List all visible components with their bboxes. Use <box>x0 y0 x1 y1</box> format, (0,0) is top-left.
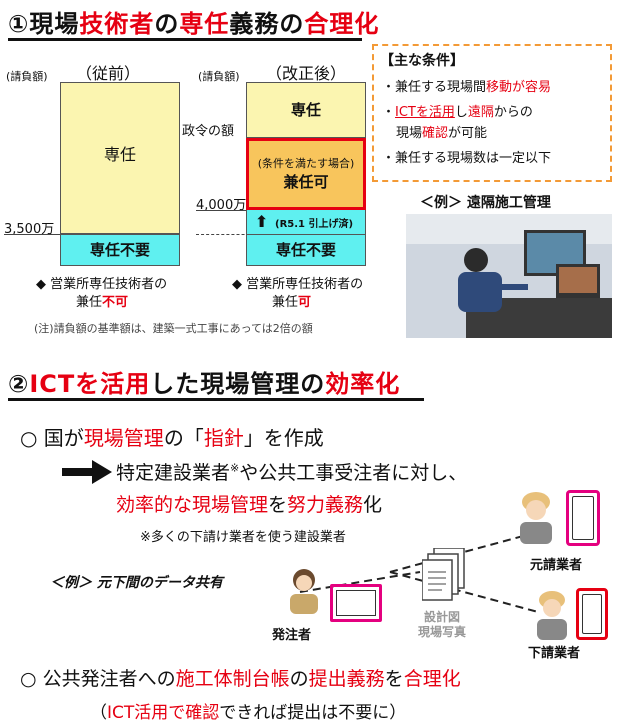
after-fuyou-box: 専任不要 <box>246 234 366 266</box>
before-fuyou-box: 専任不要 <box>60 234 180 266</box>
sec2-line3: 効率的な現場管理を努力義務化 <box>116 494 383 516</box>
docs-label: 設計図現場写真 <box>418 610 467 639</box>
cond-3: 現場確認が可能 <box>396 126 488 141</box>
before-label: （従前） <box>76 64 141 83</box>
sec2-line5: （ICT活用で確認できれば提出は不要に） <box>90 703 407 723</box>
sec2-line4: ○ 公共発注者への施工体制台帳の提出義務を合理化 <box>20 668 461 690</box>
hacchusha-icon <box>290 569 318 614</box>
laptop-icon <box>330 584 382 622</box>
amount-3500: 3,500万 <box>4 222 55 237</box>
note-left: ◆ 営業所専任技術者の 兼任不可 <box>36 277 168 310</box>
ukeoi-label-after: (請負額) <box>198 70 240 83</box>
amount-4000-line <box>196 210 246 211</box>
worker-icon-2 <box>537 591 567 640</box>
cond-1: ・兼任する現場間移動が容易 <box>382 80 552 95</box>
footnote: (注)請負額の基準額は、建築一式工事にあっては2倍の額 <box>34 322 313 335</box>
remote-management-photo <box>406 214 612 338</box>
arrow-right-icon <box>62 460 112 488</box>
kennin-ka: 兼任可 <box>283 173 329 191</box>
section2-underline <box>8 398 424 401</box>
sec2-line1: ○ 国が現場管理の「指針」を作成 <box>20 426 324 450</box>
after-label: （改正後） <box>266 64 347 83</box>
raise-box: ⬆ (R5.1 引上げ済) <box>246 210 366 234</box>
hacchusha-label: 発注者 <box>272 628 312 643</box>
ukeoi-label-before: (請負額) <box>6 70 48 83</box>
conditions-box: 【主な条件】 ・兼任する現場間移動が容易 ・ICTを活用し遠隔からの 現場確認が… <box>372 44 612 182</box>
example-label-2: ＜例＞ 元下間のデータ共有 <box>50 575 223 591</box>
section1-underline <box>8 38 362 41</box>
worker-icon <box>520 492 552 544</box>
seirei-label: 政令の額 <box>182 124 235 139</box>
shitauke-label: 下請業者 <box>528 646 581 661</box>
arrow-up-icon: ⬆ <box>255 212 269 231</box>
example-label-1: ＜例＞ 遠隔施工管理 <box>420 195 551 211</box>
section2-title: ②ICTを活用した現場管理の効率化 <box>8 370 401 398</box>
smartphone-icon-2 <box>576 588 608 640</box>
before-fuyou-label: 専任不要 <box>89 241 150 259</box>
document-stack-icon <box>422 548 465 601</box>
amount-3500-line <box>4 234 60 235</box>
motouke-label: 元請業者 <box>530 558 583 573</box>
data-sharing-diagram <box>299 531 539 613</box>
before-sennin-label: 専任 <box>103 145 136 164</box>
before-sennin-box: 専任 <box>60 82 180 234</box>
section1-title: ①現場技術者の専任義務の合理化 <box>8 10 380 38</box>
note-right: ◆ 営業所専任技術者の 兼任可 <box>232 277 364 310</box>
after-sennin-box: 専任 <box>246 82 366 138</box>
after-sennin-label: 専任 <box>290 101 321 119</box>
cond-2: ・ICTを活用し遠隔からの <box>382 105 533 120</box>
after-fuyou-label: 専任不要 <box>275 241 336 259</box>
asterisk-note: ※多くの下請け業者を使う建設業者 <box>140 530 346 545</box>
cond-note: (条件を満たす場合) <box>257 157 355 170</box>
raise-note: (R5.1 引上げ済) <box>275 219 354 230</box>
smartphone-icon <box>566 490 600 546</box>
conditions-title: 【主な条件】 <box>380 53 464 69</box>
kennin-box: (条件を満たす場合) 兼任可 <box>246 138 366 210</box>
cond-4: ・兼任する現場数は一定以下 <box>382 151 552 166</box>
amount-4000: 4,000万 <box>196 198 247 213</box>
sec2-line2: 特定建設業者※や公共工事受注者に対し、 <box>116 461 468 484</box>
